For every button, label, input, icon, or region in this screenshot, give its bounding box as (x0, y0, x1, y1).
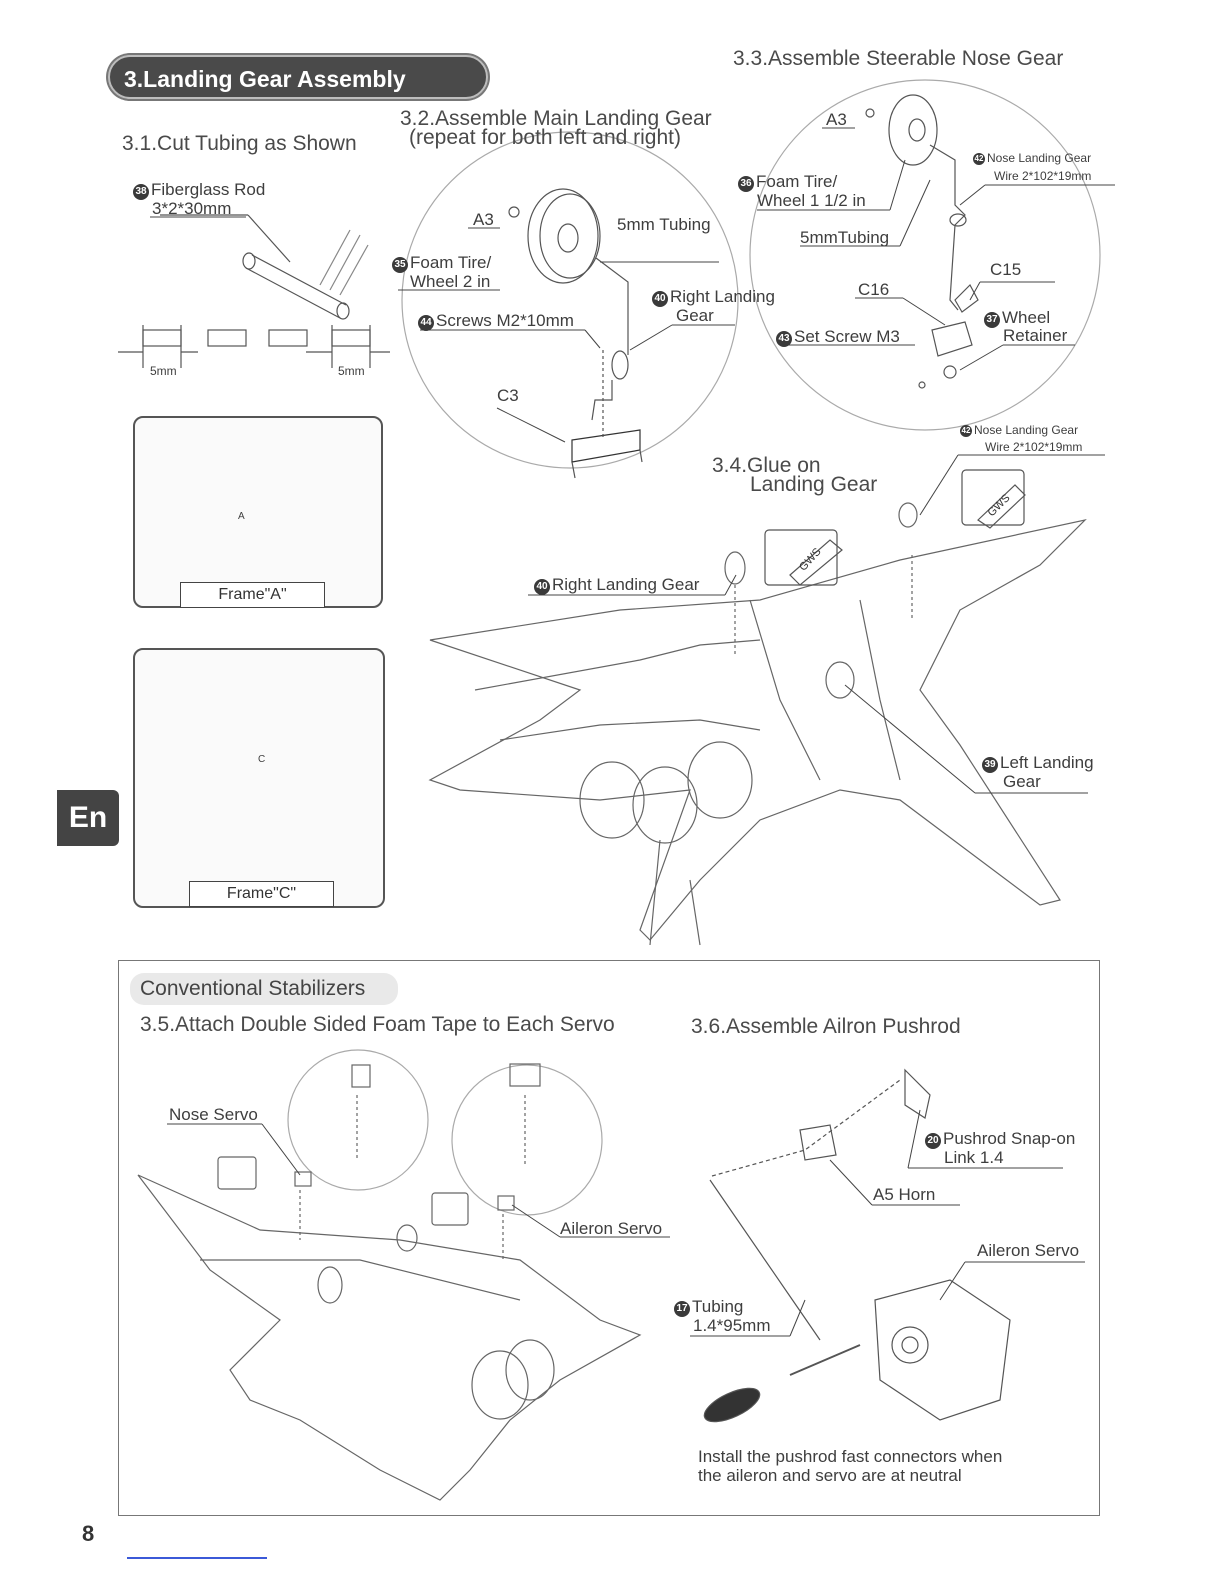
nose-tire-size: Wheel 1 1/2 in (757, 191, 866, 210)
aircraft-top-drawing (428, 502, 1087, 946)
frame-c-box (133, 648, 385, 908)
step31-heading: 3.1.Cut Tubing as Shown (122, 132, 357, 155)
part-number-badge: 17 (674, 1301, 690, 1317)
part-number-badge: 35 (392, 257, 408, 273)
nose-servo-label: Nose Servo (169, 1105, 258, 1124)
nose-wire-size: Wire 2*102*19mm (994, 169, 1092, 183)
step32-heading-line2: (repeat for both left and right) (409, 126, 681, 149)
dim-label-left: 5mm (150, 364, 177, 378)
part-number-badge: 36 (738, 176, 754, 192)
step36-heading: 3.6.Assemble Ailron Pushrod (691, 1015, 961, 1038)
frame-a-caption: Frame"A" (180, 582, 325, 608)
pushrod-note-line1: Install the pushrod fast connectors when (698, 1447, 1003, 1466)
part-number-badge: 38 (133, 184, 149, 200)
glue-tube-drawing (764, 469, 1026, 586)
stabilizers-subheading: Conventional Stabilizers (130, 973, 398, 1005)
c16-label: C16 (858, 280, 890, 299)
frame-a-box (133, 416, 383, 608)
aileron-servo-label-35: Aileron Servo (560, 1219, 663, 1238)
main-gear-wheel-drawing (508, 188, 643, 479)
part-number-badge: 20 (925, 1133, 941, 1149)
fiberglass-rod-size: 3*2*30mm (152, 199, 232, 218)
section-title: 3.Landing Gear Assembly (108, 55, 488, 99)
stabilizers-section-box (118, 960, 1100, 1516)
nose-gear-drawing (865, 94, 979, 389)
step34-heading-line1: 3.4.Glue on (712, 454, 821, 477)
part-number-badge: 42 (973, 153, 985, 165)
fiberglass-rod-drawing (160, 214, 369, 320)
tubing-pieces-drawing (118, 325, 390, 368)
step34-heading-line2: Landing Gear (750, 473, 878, 496)
nose-a3-label: A3 (826, 110, 847, 129)
c3-label: C3 (497, 386, 519, 405)
footer-rule (127, 1557, 267, 1559)
part-number-badge: 40 (534, 579, 550, 595)
snap-link-size: Link 1.4 (944, 1148, 1004, 1167)
main-gear-detail-circle (401, 131, 739, 469)
pushrod-assembly-drawing (703, 1068, 1011, 1423)
main-a3-label: A3 (473, 210, 494, 229)
frame-c-letter: C (258, 754, 266, 765)
nose-gear-detail-circle (749, 79, 1101, 431)
pushrod-note-line2: the aileron and servo are at neutral (698, 1466, 962, 1485)
dim-label-right: 5mm (338, 364, 365, 378)
page-number: 8 (82, 1521, 95, 1546)
tubing-size: 1.4*95mm (693, 1316, 771, 1335)
c15-label: C15 (990, 260, 1022, 279)
steerable-heading: 3.3.Assemble Steerable Nose Gear (733, 47, 1064, 70)
nose-tubing-label: 5mmTubing (800, 228, 890, 247)
glue-wire-size: Wire 2*102*19mm (985, 440, 1083, 454)
part-number-badge: 39 (982, 757, 998, 773)
part-number-badge: 44 (418, 315, 434, 331)
right-landing-gear-word: Gear (676, 306, 714, 325)
glue-brand-2: GWS (986, 492, 1013, 519)
glue-left-gear-word: Gear (1003, 772, 1041, 791)
main-tubing-label: 5mm Tubing (617, 215, 711, 234)
frame-c-caption: Frame"C" (189, 881, 334, 907)
wheel-retainer-word: Retainer (1003, 326, 1068, 345)
part-number-badge: 40 (652, 291, 668, 307)
step32-heading-line1: 3.2.Assemble Main Landing Gear (400, 107, 712, 130)
language-tab: En (57, 790, 119, 846)
step35-heading: 3.5.Attach Double Sided Foam Tape to Eac… (140, 1013, 615, 1036)
aileron-servo-label-36: Aileron Servo (977, 1241, 1080, 1260)
part-number-badge: 37 (984, 312, 1000, 328)
frame-a-letter: A (238, 511, 245, 522)
part-number-badge: 42 (960, 425, 972, 437)
main-tire-size: Wheel 2 in (410, 272, 491, 291)
a5-horn-label: A5 Horn (873, 1185, 936, 1204)
part-number-badge: 43 (776, 331, 792, 347)
